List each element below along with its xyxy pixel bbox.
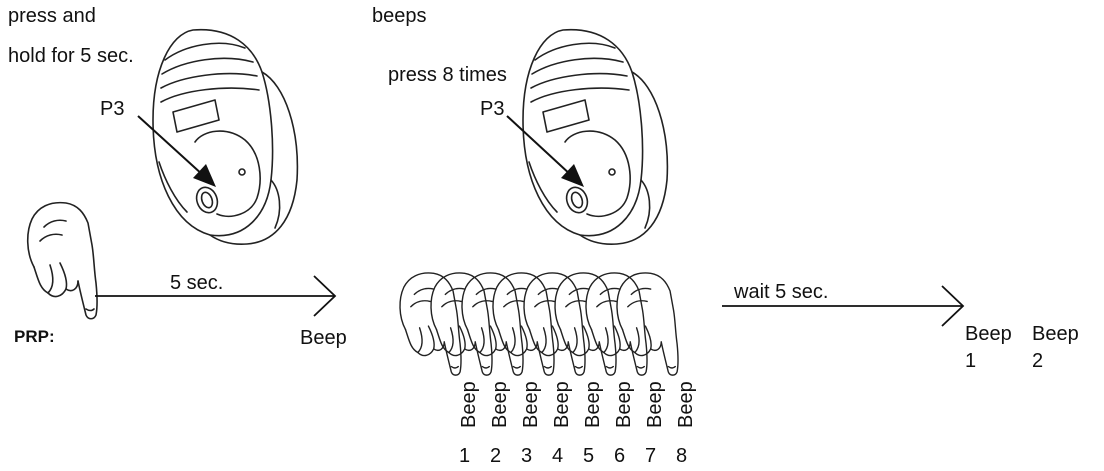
- beep-label: Beep: [582, 381, 604, 428]
- beep-number: 5: [583, 445, 595, 467]
- beep-number: 8: [676, 445, 688, 467]
- beep-number: 3: [521, 445, 533, 467]
- step2-header: beeps: [372, 5, 427, 27]
- beep-number: 4: [552, 445, 564, 467]
- beep-label: Beep: [675, 381, 697, 428]
- step1-result-beep: Beep: [300, 327, 347, 349]
- beep-label: Beep: [489, 381, 511, 428]
- step3-beep-number: 1: [965, 350, 977, 372]
- beep-label: Beep: [520, 381, 542, 428]
- step3-wait-label: wait 5 sec.: [734, 281, 829, 303]
- pointing-hand-icon: [26, 201, 98, 320]
- beep-number: 2: [490, 445, 502, 467]
- beep-number: 1: [459, 445, 471, 467]
- beep-label: Beep: [551, 381, 573, 428]
- step1-button-label: P3: [100, 98, 125, 120]
- step2-instruction: press 8 times: [388, 64, 507, 86]
- step1-instruction-line2: hold for 5 sec.: [8, 45, 134, 67]
- step3-beep-label: Beep: [965, 323, 1012, 345]
- step2-button-label: P3: [480, 98, 505, 120]
- beep-number: 7: [645, 445, 657, 467]
- step3-beep-label: Beep: [1032, 323, 1079, 345]
- mode-label: PRP:: [14, 327, 55, 346]
- beep-label: Beep: [644, 381, 666, 428]
- remote-control-icon: [522, 28, 669, 245]
- beep-label: Beep: [613, 381, 635, 428]
- step3-beep-number: 2: [1032, 350, 1044, 372]
- beep-number: 6: [614, 445, 626, 467]
- pointing-hand-icon: [399, 272, 462, 376]
- beep-label: Beep: [458, 381, 480, 428]
- remote-control-icon: [152, 28, 299, 245]
- step1-instruction-line1: press and: [8, 5, 96, 27]
- step1-duration-label: 5 sec.: [170, 272, 224, 294]
